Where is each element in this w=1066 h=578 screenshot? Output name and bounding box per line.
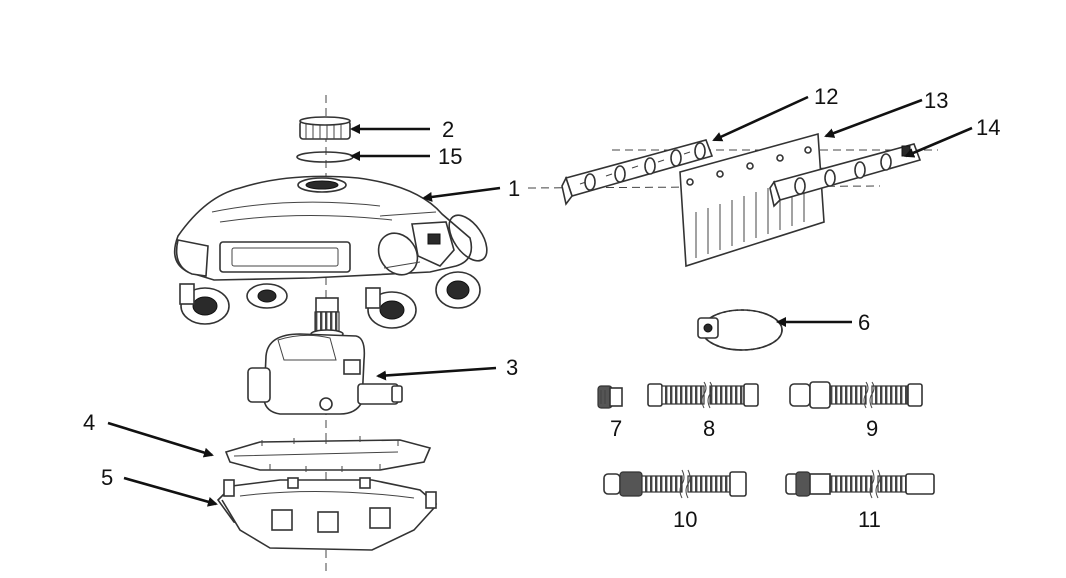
part-15-o-ring xyxy=(296,151,354,163)
part-11-hose xyxy=(785,469,935,499)
part-2-nut xyxy=(299,116,351,140)
wheels xyxy=(179,271,481,329)
label-7: 7 xyxy=(610,416,622,441)
arrow-to-part-5 xyxy=(123,476,218,507)
part-13-comb-panel xyxy=(679,132,825,268)
label-14: 14 xyxy=(976,115,1000,140)
arrow-to-part-13 xyxy=(824,98,923,138)
wheel-rear-left xyxy=(246,283,288,309)
part-number-labels: 1 2 3 4 5 6 7 8 9 10 11 12 13 14 15 xyxy=(83,84,1000,532)
label-8: 8 xyxy=(703,416,715,441)
label-9: 9 xyxy=(866,416,878,441)
wheel-front-right xyxy=(365,287,417,329)
part-10-hose xyxy=(603,469,747,499)
part-14-rail xyxy=(769,143,922,208)
part-3-pump-housing xyxy=(247,297,403,415)
arrow-to-part-14 xyxy=(904,126,973,158)
label-3: 3 xyxy=(506,355,518,380)
part-7-end-cap xyxy=(597,385,623,409)
arrow-to-part-1 xyxy=(422,186,501,202)
label-12: 12 xyxy=(814,84,838,109)
label-1: 1 xyxy=(508,176,520,201)
part-5-base xyxy=(216,477,438,551)
wheel-front-left xyxy=(179,283,230,325)
part-8-hose xyxy=(647,381,759,409)
label-6: 6 xyxy=(858,310,870,335)
label-15: 15 xyxy=(438,144,462,169)
label-13: 13 xyxy=(924,88,948,113)
arrow-to-part-3 xyxy=(376,366,497,381)
label-10: 10 xyxy=(673,507,697,532)
leader-arrows xyxy=(107,95,973,507)
wheel-rear-right xyxy=(435,271,481,309)
arrow-to-part-12 xyxy=(712,95,809,142)
part-1-body xyxy=(173,175,488,281)
label-2: 2 xyxy=(442,117,454,142)
label-4: 4 xyxy=(83,410,95,435)
part-6-hose-clamp xyxy=(697,309,783,351)
part-4-plate xyxy=(224,436,432,472)
label-5: 5 xyxy=(101,465,113,490)
part-12-rail xyxy=(561,139,714,206)
arrow-to-part-4 xyxy=(107,421,214,458)
label-11: 11 xyxy=(858,507,881,532)
part-9-hose xyxy=(789,381,923,409)
